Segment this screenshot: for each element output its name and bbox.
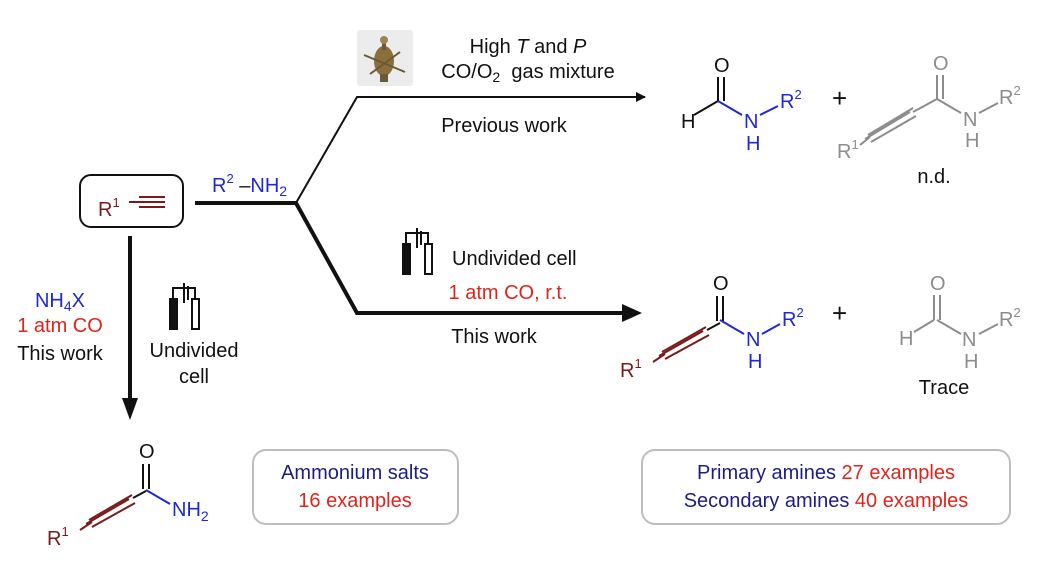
byproduct-low-N: N (962, 329, 976, 351)
propiolamide-byproduct-top-bonds (859, 75, 999, 146)
byproduct-top-NH-H: H (965, 130, 979, 152)
ammonium-box-title: Ammonium salts (281, 462, 429, 484)
formamide-O: O (714, 55, 730, 77)
ammonium-box-count: 16 examples (298, 490, 412, 512)
product-R1: R1 (620, 356, 642, 382)
formamide-N: N (744, 111, 758, 133)
propiolamide-product-bonds (652, 296, 781, 363)
byproduct-low-R2: R2 (999, 305, 1021, 331)
formamide-R2: R2 (780, 87, 802, 113)
this-work-caption: This work (451, 326, 537, 348)
ammonium-co-label: 1 atm CO (17, 315, 103, 337)
ammonium-cell-label-2: cell (178, 366, 210, 388)
start-material-label: R1 (98, 195, 120, 221)
this-work-cell-label: Undivided cell (452, 248, 577, 270)
product-O: O (713, 273, 729, 295)
formamide-product-bonds (693, 77, 779, 116)
upper-branch-arrow (295, 92, 646, 204)
plus-sign-bottom: + (832, 298, 847, 328)
previous-work-conditions-2: CO/O2 gas mixture (441, 61, 615, 85)
byproduct-top-O: O (933, 53, 949, 75)
byproduct-low-NH-H: H (964, 351, 978, 373)
byproduct-top-N: N (963, 109, 977, 131)
product-NH-H: H (748, 351, 762, 373)
formamide-byproduct-bonds (913, 295, 999, 335)
product-N: N (746, 329, 760, 351)
start-alkyne-bond (129, 196, 165, 208)
cell-icon-small (169, 283, 200, 330)
reactor-icon (357, 30, 413, 86)
primary-R1: R1 (47, 524, 69, 550)
primary-amines-line: Primary amines 27 examples (697, 462, 955, 484)
down-arrow-head (122, 398, 138, 420)
amines-summary-box (641, 449, 1011, 525)
primary-propiolamide-bonds (79, 464, 171, 531)
previous-work-caption: Previous work (441, 115, 567, 137)
this-work-byproduct-note: Trace (918, 377, 970, 399)
lower-arrow-head (622, 304, 642, 322)
ammonium-cell-label-1: Undivided (149, 340, 239, 362)
lower-branch-arrow (294, 202, 625, 315)
byproduct-top-R2: R2 (999, 83, 1021, 109)
formamide-H: H (681, 111, 695, 133)
byproduct-low-H: H (899, 328, 913, 350)
ammonium-summary-box (252, 449, 459, 525)
primary-NH2: NH2 (172, 499, 209, 524)
product-R2: R2 (782, 305, 804, 331)
byproduct-low-O: O (930, 273, 946, 295)
previous-work-byproduct-note: n.d. (917, 166, 951, 188)
ammonium-salt-label: NH4X (34, 290, 86, 314)
secondary-amines-line: Secondary amines 40 examples (683, 490, 969, 512)
primary-O: O (139, 441, 155, 463)
cell-icon (402, 228, 433, 275)
amine-reagent-label: R2 –NH2 (212, 171, 288, 199)
formamide-NH-H: H (746, 133, 760, 155)
plus-sign-top: + (832, 83, 847, 113)
byproduct-top-R1: R1 (837, 137, 859, 163)
this-work-conditions: 1 atm CO, r.t. (448, 282, 568, 304)
previous-work-conditions-1: High T and P (469, 36, 587, 58)
ammonium-work-caption: This work (17, 343, 103, 365)
